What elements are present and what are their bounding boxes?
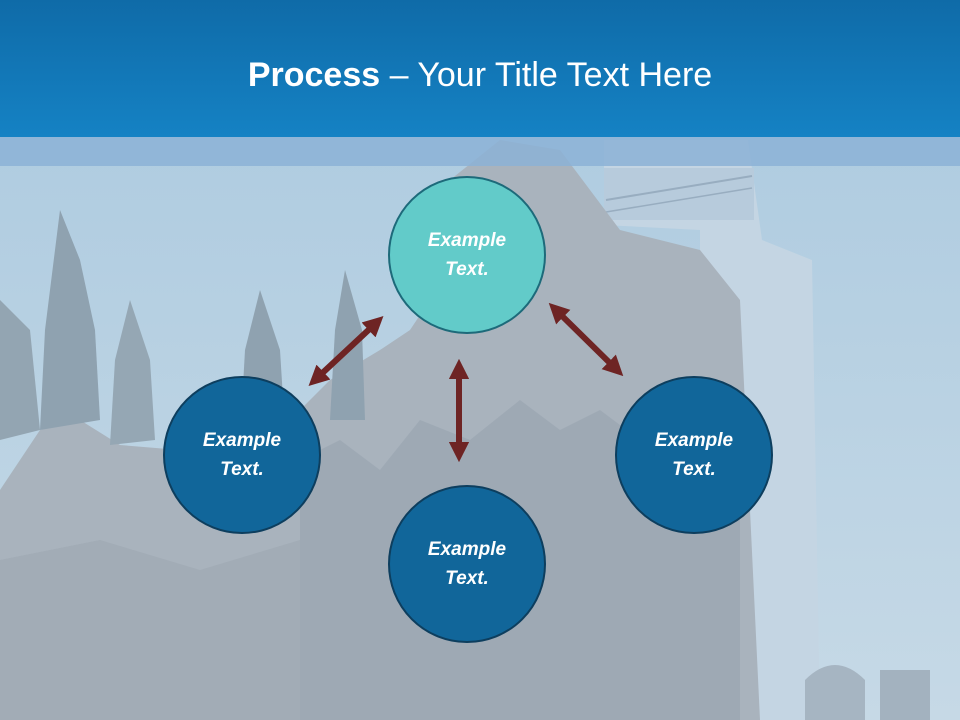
slide-title-bold: Process: [247, 56, 381, 94]
process-node-bottom-label: Example Text.: [427, 539, 507, 589]
arrow-top-right: [548, 302, 624, 377]
slide-title: Process – Your Title Text Here: [0, 52, 960, 98]
process-node-left-label: Example Text.: [202, 430, 282, 480]
process-node-top: Example Text.: [388, 176, 546, 334]
title-bar: [0, 0, 960, 137]
process-node-top-label: Example Text.: [427, 230, 507, 280]
title-sub-band: [0, 137, 960, 166]
process-node-right: Example Text.: [615, 376, 773, 534]
arrow-top-left: [308, 316, 384, 386]
slide-title-rest: – Your Title Text Here: [380, 56, 713, 94]
process-node-bottom: Example Text.: [388, 485, 546, 643]
process-node-left: Example Text.: [163, 376, 321, 534]
process-node-right-label: Example Text.: [654, 430, 734, 480]
